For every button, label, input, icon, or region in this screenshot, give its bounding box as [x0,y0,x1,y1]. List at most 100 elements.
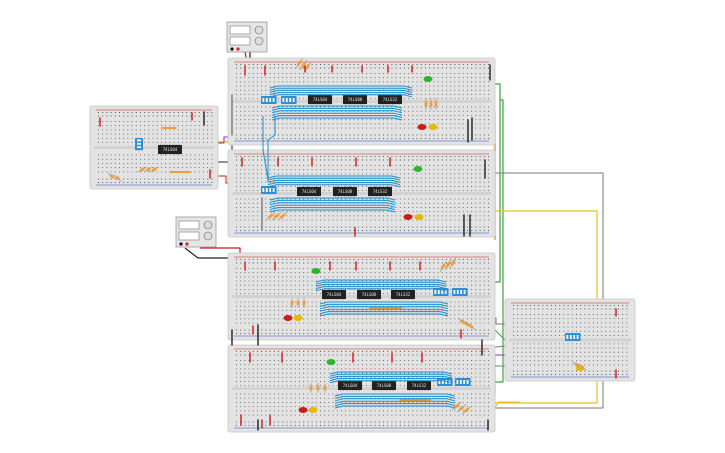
center-channel [94,146,214,149]
dip-toggle [282,98,285,102]
resistor-b2 [277,212,288,221]
chip-pin [412,390,414,392]
chip-label: 74LS32 [412,383,427,388]
resistor-body [453,403,460,409]
knob-icon [203,231,213,241]
terminal-red [185,242,189,246]
chip-c-1: 74LS04 [322,288,346,301]
blue-bus-a-top [269,85,413,89]
chip-pin [368,288,370,290]
chip-pin [336,299,338,301]
resistor-body [309,385,313,391]
chip-pin [325,104,327,106]
chip-pin [358,390,360,392]
resistor-body [316,385,320,391]
dip-toggle [569,335,572,339]
chip-label: 74LS04 [302,189,317,194]
chip-pin [338,185,340,187]
dip-toggle [459,380,462,384]
chip-d-3: 74LS32 [407,379,431,392]
resistor-body [290,300,294,306]
chip-pin [427,390,429,392]
chip-body [372,381,396,390]
dip-toggle [466,380,469,384]
chip-pin [389,390,391,392]
led-c-red [283,315,293,321]
chip-body [158,145,182,154]
dip-toggle [453,290,456,294]
chip-c-3: 74LS32 [391,288,415,301]
chip-pin [327,288,329,290]
chip-pin [359,299,361,301]
chip-pin [418,390,420,392]
blue-bus-d-top [329,371,453,375]
blue-bus-b-bottom [269,207,396,211]
resistor-body [440,263,446,270]
dip-toggle [272,98,275,102]
chip-pin [393,299,395,301]
dip-toggle [456,290,459,294]
chip-pin [350,196,352,198]
blue-bus-b-top [267,179,401,183]
led-d-yellow [308,407,318,413]
power-supply-top [226,21,268,53]
chip-pin [399,288,401,290]
resistor-body [445,261,451,268]
chip-pin [345,104,347,106]
dip-switch-body [565,333,581,341]
blue-bus-d-bottom [334,393,456,397]
terminal-black [179,242,183,246]
breadboard-left [89,105,219,190]
chip-pin [353,185,355,187]
psu-display [178,231,200,241]
dip-toggle [438,380,441,384]
chip-pin [330,299,332,301]
chip-pin [399,299,401,301]
chip-pin [340,390,342,392]
blue-bus-b-top [267,182,401,186]
chip-pin [302,185,304,187]
resistor-a-v0 [424,98,428,110]
dip-toggle [272,188,275,192]
chip-d-2: 74LS08 [372,379,396,392]
dip-toggle [463,380,466,384]
chip-pin [163,154,165,156]
chip-pin [382,196,384,198]
chip-pin [383,104,385,106]
resistor-b1 [271,212,282,221]
chip-label: 74LS32 [396,292,411,297]
resistor-c0 [439,261,447,273]
chip-pin [317,185,319,187]
knob-icon [203,220,213,230]
dip-switch-d2 [455,378,471,386]
dip-toggle [292,98,295,102]
chip-body [308,95,332,104]
dip-toggle [445,380,448,384]
chip-pin [308,185,310,187]
chip-pin [365,288,367,290]
dip-toggle [444,290,447,294]
chip-pin [355,390,357,392]
blue-bus-b-top [267,177,401,181]
chip-pin [348,104,350,106]
resistor-body [115,175,121,181]
chip-pin [346,390,348,392]
dip-toggle [437,290,440,294]
breadboard-b [227,149,496,238]
chip-pin [316,104,318,106]
dip-toggle [269,188,272,192]
chip-pin [396,299,398,301]
chip-pin [415,390,417,392]
chip-pin [363,104,365,106]
wire-gray-a [422,172,604,409]
resistor-body [302,300,306,306]
chip-pin [314,196,316,198]
chip-label: 74LS04 [163,147,178,152]
led-c-green [311,268,321,274]
chip-pin [405,288,407,290]
chip-pin [386,104,388,106]
dip-toggle [289,98,292,102]
chip-pin [398,104,400,106]
dip-switch-a2 [281,96,297,104]
